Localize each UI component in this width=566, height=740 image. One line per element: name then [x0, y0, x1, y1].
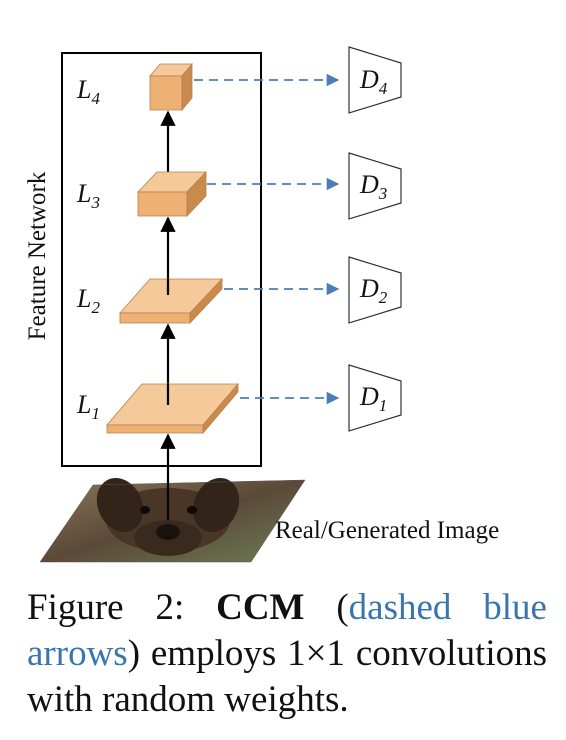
caption-prefix: Figure 2:	[27, 587, 217, 628]
layer-label-2: L2	[76, 284, 100, 317]
discriminator-label-1: D1	[359, 382, 387, 415]
feature-network-label: Feature Network	[24, 171, 51, 340]
discriminator-label-4: D4	[359, 65, 388, 98]
layer-block-1	[106, 382, 239, 435]
layer-label-4: L4	[76, 75, 100, 108]
discriminator-label-2: D2	[359, 274, 388, 307]
caption-bold: CCM	[216, 587, 305, 628]
layer-block-3	[137, 170, 207, 218]
caption-rest: ) employs 1×1 convolutions with random w…	[27, 633, 547, 720]
layer-label-3: L3	[76, 179, 100, 212]
input-image	[39, 477, 306, 563]
figure-diagram: Feature Network Real/Generated Image	[24, 46, 499, 563]
discriminator-3	[348, 152, 402, 220]
layer-block-4	[149, 62, 193, 112]
figure-caption: Figure 2: CCM (dashed blue arrows) emplo…	[27, 585, 547, 723]
discriminator-4	[348, 46, 402, 114]
discriminator-label-3: D3	[359, 170, 387, 203]
caption-open-paren: (	[304, 587, 349, 628]
feature-network-box	[61, 52, 262, 467]
caption-blue-text: dashed blue arrows	[27, 587, 547, 674]
layer-label-1: L1	[76, 390, 100, 423]
discriminator-1	[348, 364, 402, 432]
layer-block-2	[119, 277, 223, 325]
input-image-label: Real/Generated Image	[275, 517, 499, 544]
discriminator-2	[348, 256, 402, 324]
